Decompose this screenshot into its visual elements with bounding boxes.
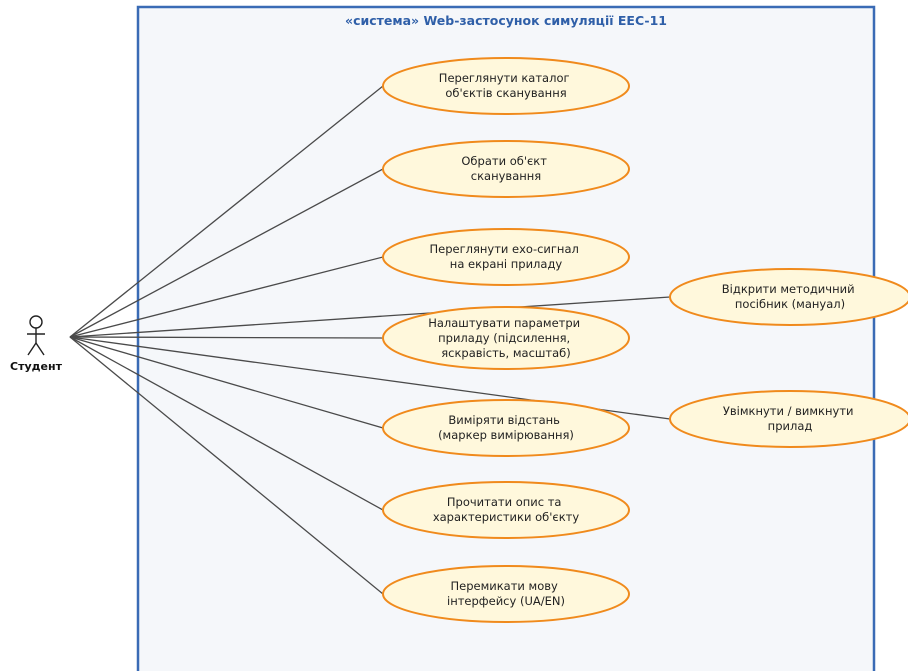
usecase-shape	[382, 399, 630, 457]
actor-label: Студент	[10, 360, 63, 373]
usecase-shape	[669, 268, 908, 326]
usecase-shape	[669, 390, 908, 448]
usecase-shape	[382, 481, 630, 539]
usecase-label: Налаштувати параметри приладу (підсиленн…	[428, 316, 584, 360]
usecase-uc4[interactable]: Налаштувати параметри приладу (підсиленн…	[382, 306, 630, 370]
usecase-uc9[interactable]: Увімкнути / вимкнути прилад	[669, 390, 908, 448]
system-title: «система» Web-застосунок симуляції EEC-1…	[345, 13, 667, 28]
association-uc8	[69, 296, 671, 338]
association-uc5	[69, 336, 384, 429]
association-uc7	[69, 336, 384, 595]
usecase-uc7[interactable]: Перемикати мову інтерфейсу (UA/EN)	[382, 565, 630, 623]
usecase-shape	[382, 228, 630, 286]
association-uc2	[69, 168, 384, 338]
usecase-uc1[interactable]: Переглянути каталог об'єктів сканування	[382, 57, 630, 115]
usecase-label: Відкрити методичний посібник (мануал)	[722, 282, 858, 311]
usecase-uc5[interactable]: Виміряти відстань (маркер вимірювання)	[382, 399, 630, 457]
usecase-label: Обрати об'єкт сканування	[461, 154, 550, 183]
actor-left-leg	[27, 342, 37, 356]
usecase-label: Увімкнути / вимкнути прилад	[723, 404, 857, 433]
usecase-shape	[382, 140, 630, 198]
usecase-label: Переглянути каталог об'єктів сканування	[439, 71, 573, 100]
association-uc1	[69, 85, 384, 338]
actor-right-leg	[35, 342, 45, 356]
usecase-uc6[interactable]: Прочитати опис та характеристики об'єкту	[382, 481, 630, 539]
usecase-label: Виміряти відстань (маркер вимірювання)	[438, 413, 574, 442]
usecase-label: Прочитати опис та характеристики об'єкту	[433, 495, 580, 524]
usecase-label: Перемикати мову інтерфейсу (UA/EN)	[447, 579, 565, 608]
actor-head	[29, 315, 43, 329]
usecase-label: Переглянути ехо-сигнал на екрані приладу	[429, 242, 582, 271]
association-uc4	[69, 336, 384, 339]
actor-student[interactable]: Студент	[10, 315, 63, 373]
usecase-uc2[interactable]: Обрати об'єкт сканування	[382, 140, 630, 198]
usecase-shape	[382, 306, 630, 370]
association-uc6	[69, 336, 384, 511]
usecase-shape	[382, 57, 630, 115]
association-uc3	[69, 256, 384, 338]
usecase-uc3[interactable]: Переглянути ехо-сигнал на екрані приладу	[382, 228, 630, 286]
usecase-shape	[382, 565, 630, 623]
usecase-uc8[interactable]: Відкрити методичний посібник (мануал)	[669, 268, 908, 326]
